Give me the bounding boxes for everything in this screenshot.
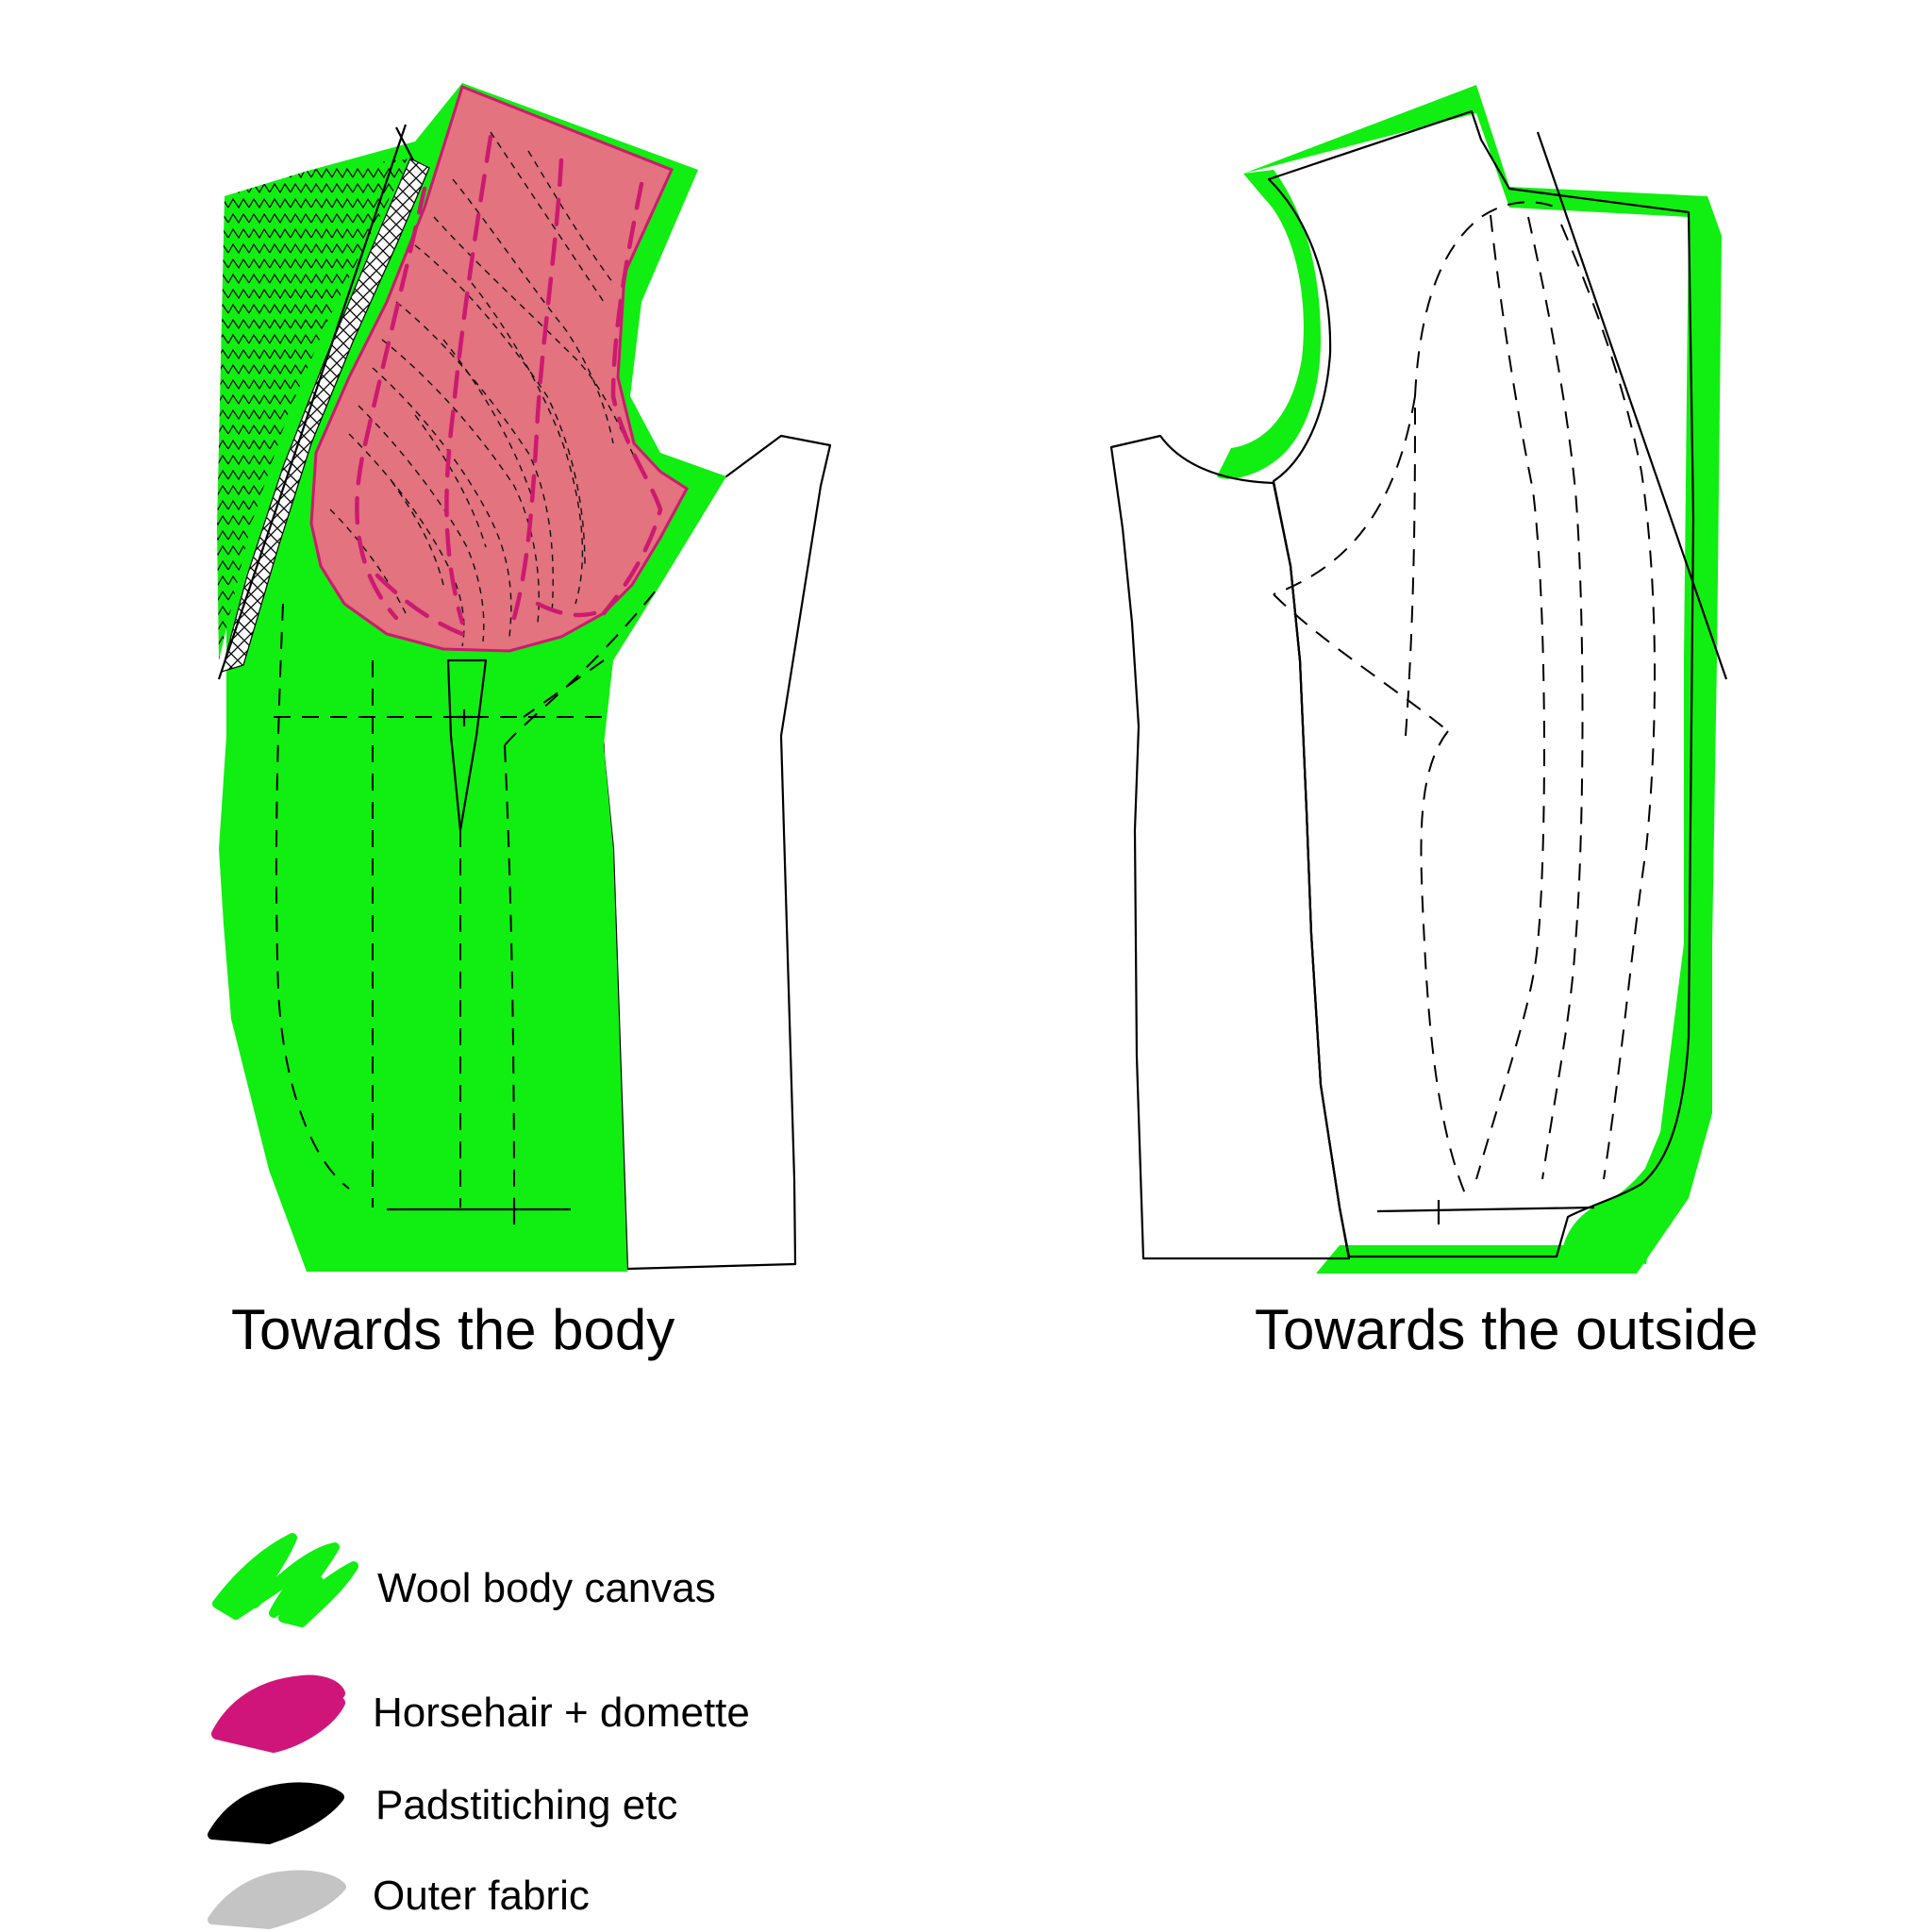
- legend-label-outer-fabric: Outer fabric: [373, 1873, 590, 1919]
- padstitch-zigzag-area: [217, 158, 410, 660]
- legend-item-padstitching: Padstitiching etc: [208, 1782, 677, 1844]
- legend-swatch-green-scribble: [212, 1533, 358, 1627]
- dart-outer-fabric: [446, 658, 488, 832]
- construction-dashed-lines: [274, 584, 661, 1208]
- legend-item-horsehair-domette: Horsehair + domette: [211, 1674, 750, 1753]
- wool-body-canvas-hem-corner: [1561, 1123, 1670, 1264]
- legend-swatch-black-scribble: [208, 1782, 344, 1844]
- guide-line-center-front: [217, 124, 408, 680]
- legend-label-padstitching: Padstitiching etc: [375, 1782, 677, 1828]
- legend-item-outer-fabric: Outer fabric: [208, 1870, 590, 1929]
- legend-swatch-gray-scribble: [208, 1870, 346, 1929]
- hem-line-right: [1376, 1206, 1595, 1213]
- guide-line-right: [1536, 131, 1728, 680]
- crosshatch-tape-strip: [221, 158, 430, 673]
- outer-fabric-side-panel-right: [1109, 434, 1351, 1260]
- wool-body-canvas-edge: [1243, 85, 1722, 1274]
- horsehair-domette-piece: [309, 85, 689, 653]
- legend-item-wool-body-canvas: Wool body canvas: [212, 1533, 716, 1627]
- left-panel-towards-body: [217, 83, 832, 1272]
- legend-swatch-pink-scribble: [211, 1674, 345, 1753]
- wool-body-canvas-armhole-edge: [1217, 170, 1321, 479]
- outer-fabric-front: [1267, 109, 1695, 1258]
- caption-towards-outside: Towards the outside: [1255, 1298, 1758, 1361]
- legend-label-horsehair-domette: Horsehair + domette: [373, 1690, 750, 1736]
- right-panel-towards-outside: [1109, 85, 1728, 1274]
- construction-dashed-lines-right: [1273, 201, 1657, 1199]
- legend: Wool body canvas Horsehair + domette Pad…: [208, 1533, 750, 1929]
- horsehair-stitch-lines: [355, 134, 663, 637]
- legend-label-wool-body-canvas: Wool body canvas: [377, 1565, 716, 1611]
- caption-towards-body: Towards the body: [231, 1298, 675, 1361]
